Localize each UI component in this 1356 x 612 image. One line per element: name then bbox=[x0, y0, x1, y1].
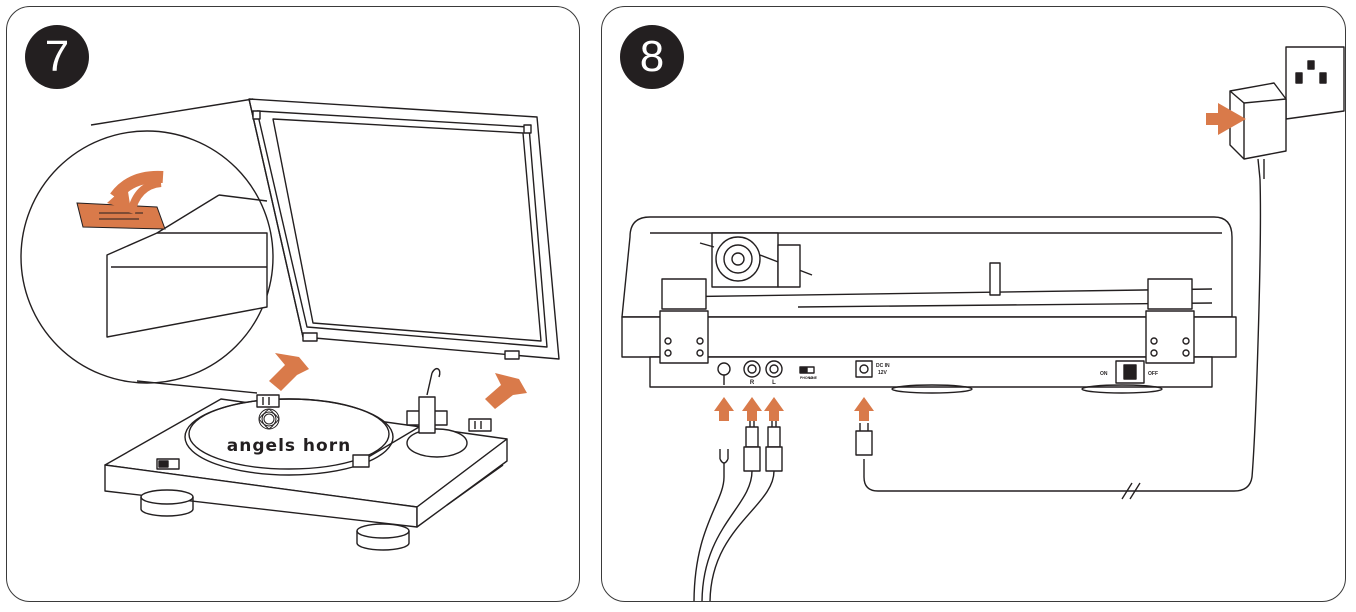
switch-off-label: OFF bbox=[1148, 371, 1158, 377]
power-adapter bbox=[863, 82, 1287, 492]
cable-break-mark bbox=[1121, 482, 1141, 500]
hinge-left bbox=[256, 394, 280, 408]
switch-on-label: ON bbox=[1100, 371, 1108, 377]
audio-cables bbox=[693, 470, 775, 601]
dc-in-label: DC IN bbox=[876, 363, 890, 369]
dc-voltage-label: 12V bbox=[878, 370, 888, 376]
step-8-badge: 8 bbox=[620, 25, 684, 89]
hinge-right bbox=[468, 418, 492, 432]
hinge-insert-detail bbox=[76, 179, 166, 230]
hinge-rear-left bbox=[659, 278, 709, 364]
wall-outlet bbox=[1285, 46, 1345, 120]
down-arrow-right bbox=[485, 373, 527, 409]
step-7-panel: 7 bbox=[6, 6, 580, 602]
magnifier-detail bbox=[20, 98, 274, 394]
rca-right-label: R bbox=[750, 380, 755, 386]
rca-plug-right bbox=[743, 419, 761, 472]
platter-brand-text: angels horn bbox=[227, 436, 351, 456]
step-7-illustration: angels horn bbox=[20, 98, 560, 551]
power-switch bbox=[156, 458, 180, 470]
rca-left-label: L bbox=[772, 380, 776, 386]
turntable-platter bbox=[184, 398, 394, 476]
dc-plug bbox=[855, 423, 873, 456]
dust-cover-lid bbox=[248, 98, 560, 360]
rca-jack-left bbox=[765, 360, 783, 378]
insert-arrows bbox=[714, 103, 1246, 421]
brand-emblem bbox=[258, 408, 280, 430]
rca-jack-right bbox=[743, 360, 761, 378]
power-switch-rear bbox=[1115, 360, 1145, 384]
tonearm bbox=[352, 367, 468, 468]
ground-terminal bbox=[717, 362, 731, 385]
rca-plug-left bbox=[765, 419, 783, 472]
hinge-rear-right bbox=[1145, 278, 1195, 364]
phono-label: PHONO bbox=[800, 376, 813, 380]
dc-in-jack bbox=[855, 360, 873, 378]
phono-line-switch bbox=[799, 366, 815, 374]
ground-fork-plug bbox=[719, 449, 729, 477]
curved-arrow bbox=[107, 170, 164, 211]
step-7-badge: 7 bbox=[25, 25, 89, 89]
line-label: LINE bbox=[809, 376, 818, 380]
tonearm-rear bbox=[699, 232, 813, 288]
step-8-panel: 8 bbox=[601, 6, 1346, 602]
step-8-illustration: R L PHONO LINE DC IN 12V ON OFF bbox=[621, 46, 1345, 601]
down-arrow-left bbox=[269, 353, 309, 391]
